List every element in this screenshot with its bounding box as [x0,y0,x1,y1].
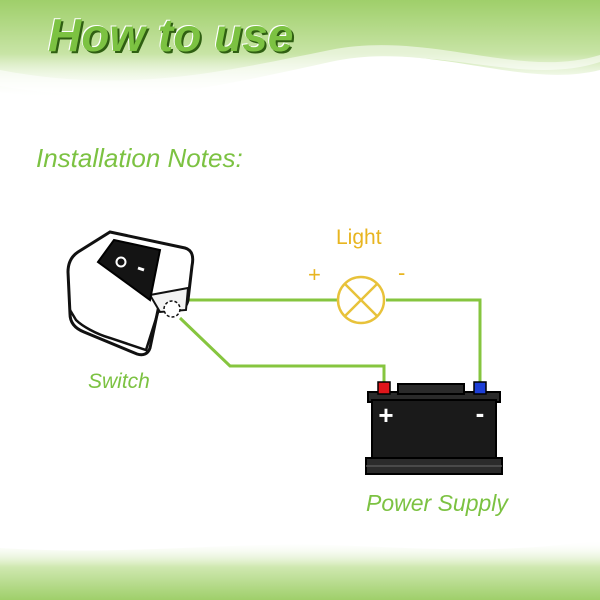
rocker-switch-icon [66,230,195,357]
top-wave [0,0,600,99]
wires [178,298,482,384]
switch-rocker [96,238,162,302]
page-title: How to use [48,9,294,61]
section-title: Installation Notes: [36,143,243,173]
wire-switch-to-battery-positive [178,316,386,384]
switch-terminal [163,300,181,318]
battery-icon: + - [365,381,503,475]
switch-on-mark [115,256,127,268]
wire-light-to-battery-negative [386,298,482,384]
battery-top-ledge [397,383,465,395]
power-supply-label: Power Supply [366,490,508,516]
battery-terminal-negative [473,381,487,395]
switch-off-mark [137,266,145,272]
bottom-wave [0,540,600,600]
battery-minus-sign: - [476,398,485,428]
light-label: Light [336,226,382,249]
battery-terminal-positive [377,381,391,395]
switch-label: Switch [88,370,150,393]
battery-body [371,399,497,461]
light-minus-label: - [398,260,406,285]
top-wave-highlight [0,45,600,96]
battery-plus-sign: + [378,400,393,430]
light-plus-label: + [308,262,321,287]
switch-base [68,305,162,352]
lamp-icon [336,275,386,325]
